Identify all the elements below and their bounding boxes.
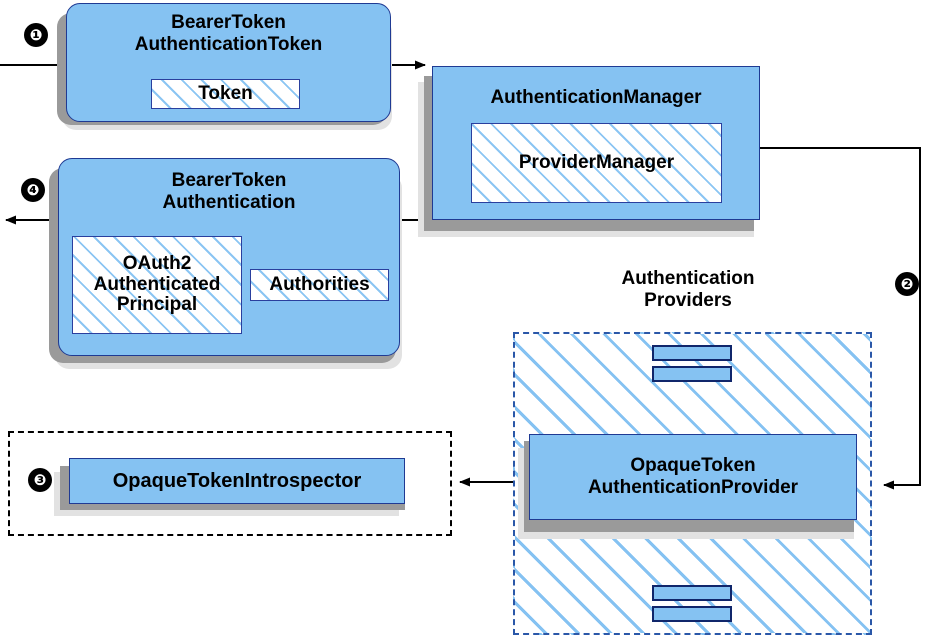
step-bullet-1: ❶ (24, 23, 48, 47)
provider-stack-bar-bottom-2 (652, 606, 732, 622)
authentication-providers-caption: Authentication Providers (621, 268, 755, 311)
inner-box-provider-manager: ProviderManager (471, 123, 722, 203)
node-opaque-token-authentication-provider[interactable]: OpaqueToken AuthenticationProvider (529, 434, 857, 520)
authentication-manager-title: AuthenticationManager (490, 87, 702, 108)
provider-stack-bar-top-2 (652, 366, 732, 382)
provider-stack-bar-bottom-1 (652, 585, 732, 601)
bearer-token-authentication-token-title: BearerToken AuthenticationToken (134, 12, 323, 55)
inner-box-token: Token (151, 79, 300, 109)
provider-stack-bar-top-1 (652, 345, 732, 361)
node-opaque-token-introspector[interactable]: OpaqueTokenIntrospector (69, 458, 405, 504)
opaque-token-authentication-provider-title: OpaqueToken AuthenticationProvider (587, 455, 799, 498)
inner-box-oauth2-authenticated-principal: OAuth2 Authenticated Principal (72, 236, 242, 334)
bearer-token-authentication-title: BearerToken Authentication (162, 170, 296, 213)
step-bullet-4: ❹ (21, 178, 45, 202)
step-bullet-3: ❸ (28, 468, 52, 492)
connector-manager-to-provider (760, 147, 921, 490)
inner-box-authorities: Authorities (250, 269, 389, 301)
step-bullet-2: ❷ (895, 272, 919, 296)
opaque-token-introspector-title: OpaqueTokenIntrospector (112, 469, 362, 492)
